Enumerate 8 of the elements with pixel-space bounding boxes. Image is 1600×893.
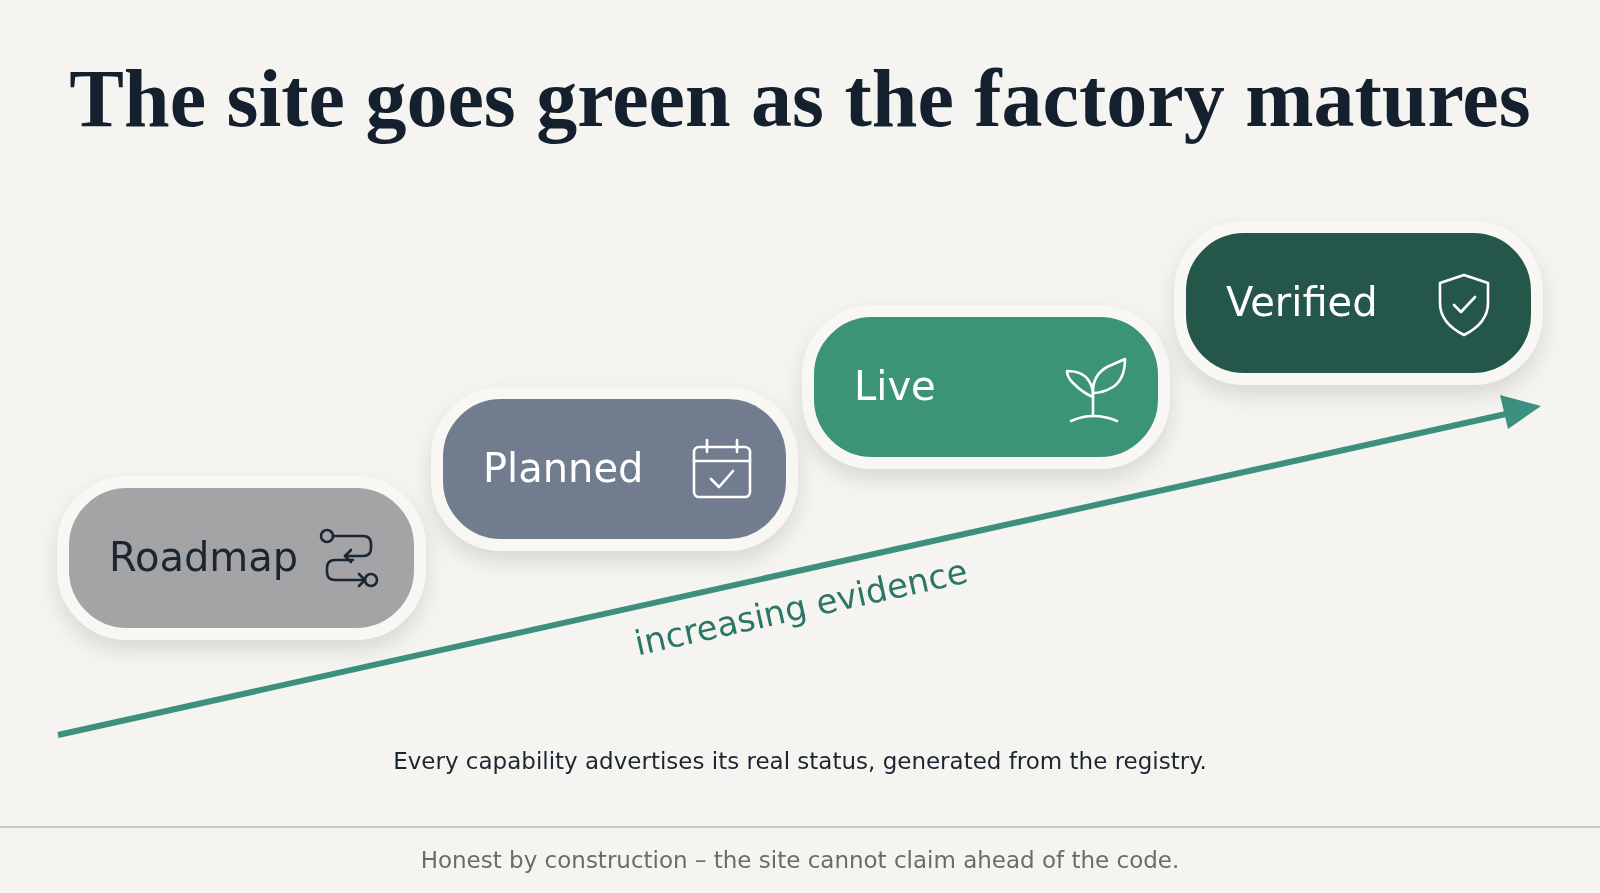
footer-note: Honest by construction – the site cannot claim ahead of the code.: [419, 847, 1181, 873]
status-label: Roadmap: [109, 534, 299, 580]
title: The site goes green as the factory matures: [68, 52, 1532, 146]
status-label: Planned: [483, 445, 644, 491]
status-label: Verified: [1226, 279, 1378, 325]
summary-text: Every capability advertises its real status, generated from the registry.: [392, 748, 1208, 774]
arrow-label: increasing evidence: [630, 550, 972, 664]
status-label: Live: [854, 363, 936, 409]
